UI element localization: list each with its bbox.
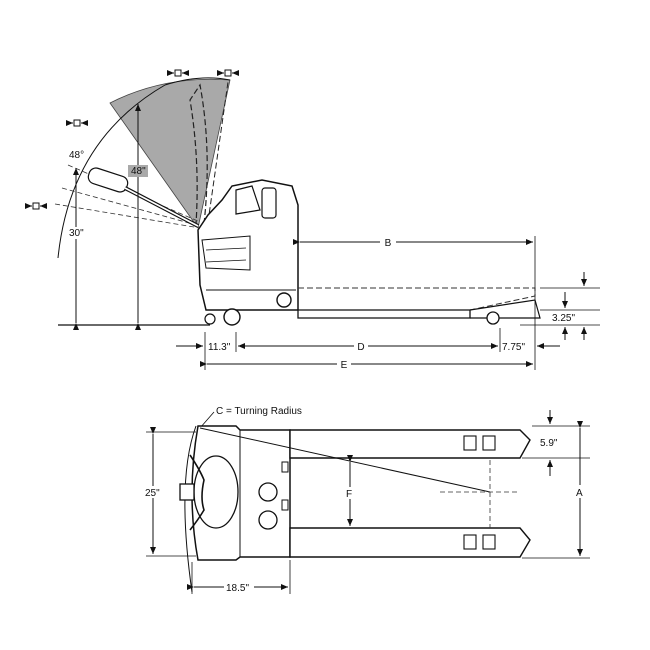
swing-arc-top — [164, 77, 231, 86]
angle-label: 48° — [69, 150, 84, 161]
turning-radius-label: C = Turning Radius — [216, 406, 302, 417]
head-length-bg — [224, 580, 254, 593]
overall-width-bg — [143, 486, 163, 498]
truck-body-top — [179, 425, 291, 561]
fork-spread-label: F — [346, 489, 352, 500]
dim-e-bg — [337, 357, 351, 370]
load-roller — [482, 534, 496, 550]
load-roller — [482, 435, 496, 451]
dim-b-bg — [380, 234, 396, 248]
height-upper-label: 48" — [131, 166, 146, 177]
head-length-label: 18.5" — [226, 583, 249, 594]
tiller-upright-ghost — [189, 83, 208, 225]
load-roller — [463, 435, 477, 451]
tiller-swing-sector — [109, 78, 231, 229]
height-lower-label: 30" — [69, 228, 84, 239]
load-wheel — [486, 311, 500, 325]
fork-width-label: 5.9" — [540, 438, 558, 449]
outer-width-label: A — [576, 488, 583, 499]
dim-d-bg — [354, 339, 368, 352]
side-view: B 3.25" 11.3" D 7.75" E 48" 30" 48° — [25, 69, 600, 371]
height-upper-bg — [128, 165, 148, 177]
outer-width-bg — [574, 485, 586, 498]
fork-tip-label: 7.75" — [502, 342, 525, 353]
load-roller — [463, 534, 477, 550]
turning-diagonal — [199, 427, 491, 493]
guide-line-low — [54, 203, 201, 229]
overall-width-label: 25" — [145, 488, 160, 499]
tiller-angled-ghost — [207, 81, 229, 223]
top-view: C = Turning Radius 25" — [143, 406, 590, 594]
truck-body-side — [197, 179, 299, 326]
fork-tip-side — [469, 299, 541, 319]
dim-d-label: D — [357, 342, 364, 353]
dim-e-label: E — [341, 360, 348, 371]
fork-lifted — [298, 287, 536, 311]
rear-offset-label: 11.3" — [208, 342, 231, 353]
dim-b-label: B — [385, 238, 392, 249]
height-lower-bg — [67, 227, 87, 239]
swing-arc — [57, 84, 166, 259]
lift-height-label: 3.25" — [552, 313, 575, 324]
bracket-symbols — [25, 69, 239, 210]
fork-spread-bg — [344, 487, 356, 499]
fork-side — [297, 309, 471, 319]
